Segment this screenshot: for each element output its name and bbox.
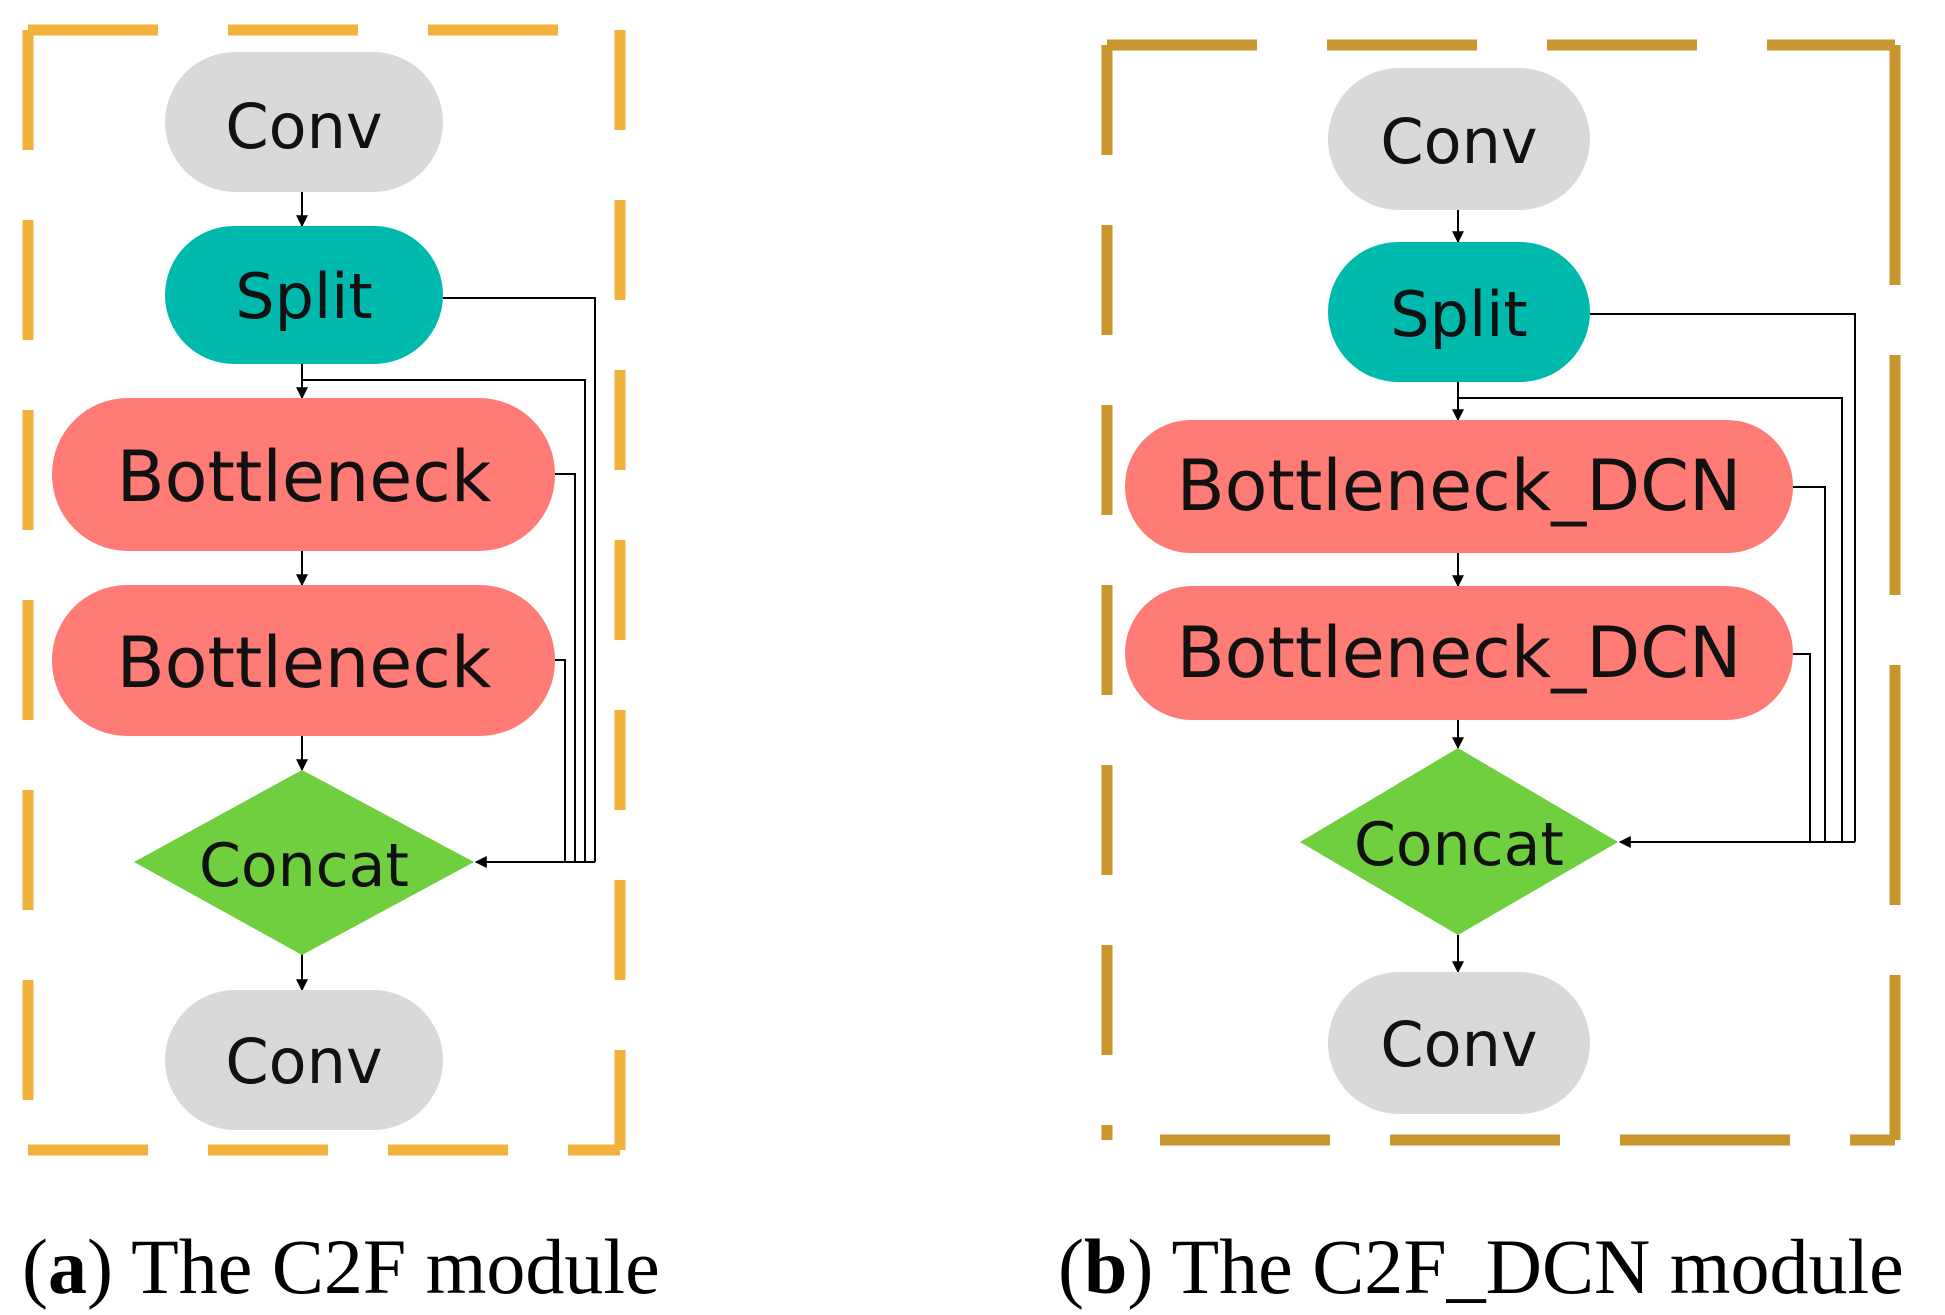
panel-b-conv-bottom-node: Conv: [1328, 972, 1590, 1114]
panel-a-connectors: [296, 192, 596, 992]
panel-a-caption-open: (: [22, 1223, 48, 1310]
panel-a-split-node: Split: [165, 226, 443, 364]
panel-b-caption: (b) The C2F_DCN module: [1058, 1222, 1904, 1312]
panel-b-concat-node: Concat: [1300, 748, 1618, 935]
panel-b-split-label: Split: [1390, 278, 1527, 351]
panel-b-caption-letter: b: [1083, 1223, 1128, 1310]
panel-b-conv-top-node: Conv: [1328, 68, 1590, 210]
panel-b-connectors: [1452, 210, 1856, 974]
panel-a-conv-top-label: Conv: [225, 90, 382, 163]
panel-a-frame: [22, 24, 626, 1156]
panel-b-bottleneck-2-label: Bottleneck_DCN: [1177, 612, 1742, 694]
panel-a-concat-label: Concat: [199, 831, 409, 901]
panel-b-frame: [1101, 39, 1901, 1146]
panel-b-caption-open: (: [1058, 1223, 1084, 1310]
panel-b-conv-bottom-label: Conv: [1380, 1008, 1537, 1081]
panel-b-caption-close: ): [1127, 1223, 1172, 1310]
panel-b-bottleneck-1-label: Bottleneck_DCN: [1177, 445, 1742, 527]
panel-a-bottleneck-1-label: Bottleneck: [117, 436, 492, 518]
panel-b-caption-text: The C2F_DCN module: [1171, 1223, 1904, 1310]
panel-b-conv-top-label: Conv: [1380, 105, 1537, 178]
panel-a-concat-node: Concat: [134, 770, 474, 955]
panel-a-bottleneck-1-node: Bottleneck: [52, 398, 555, 551]
panel-a-conv-top-node: Conv: [165, 52, 443, 192]
panel-a-caption: (a) The C2F module: [22, 1222, 660, 1312]
panel-a-split-label: Split: [235, 260, 372, 333]
panel-a-caption-letter: a: [47, 1223, 87, 1310]
panel-a-conv-bottom-node: Conv: [165, 990, 443, 1130]
panel-b-bottleneck-1-node: Bottleneck_DCN: [1125, 420, 1793, 553]
panel-b-concat-label: Concat: [1354, 810, 1564, 880]
panel-a-bottleneck-2-label: Bottleneck: [117, 622, 492, 704]
panel-a-caption-close: ): [86, 1223, 132, 1310]
panel-a-caption-text: The C2F module: [131, 1223, 660, 1310]
panel-a: Conv Split Bottleneck Bottleneck Concat …: [22, 24, 626, 1156]
panel-b: Conv Split Bottleneck_DCN Bottleneck_DCN…: [1101, 39, 1901, 1146]
panel-a-bottleneck-2-node: Bottleneck: [52, 585, 555, 736]
panel-b-split-node: Split: [1328, 242, 1590, 382]
panel-a-conv-bottom-label: Conv: [225, 1025, 382, 1098]
panel-b-bottleneck-2-node: Bottleneck_DCN: [1125, 586, 1793, 720]
